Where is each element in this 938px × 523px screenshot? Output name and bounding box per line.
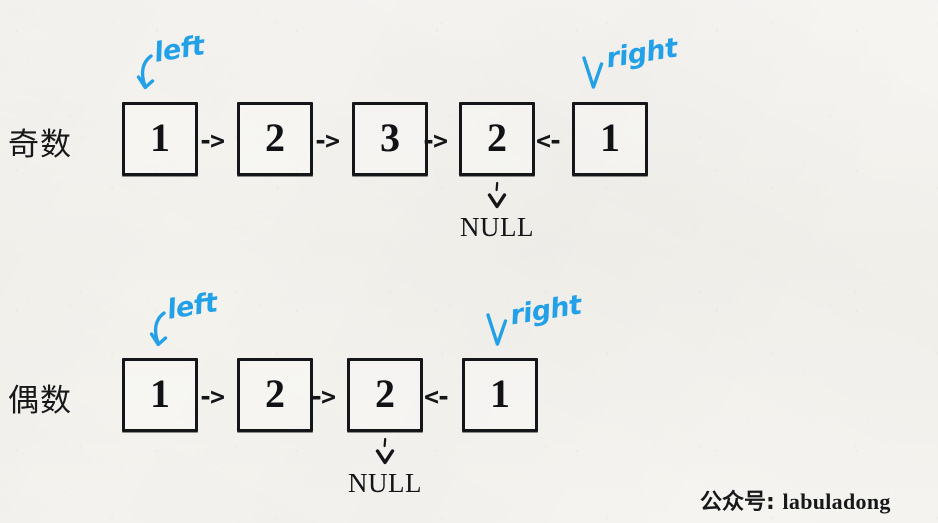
watermark-prefix: 公众号: (700, 490, 775, 515)
list-node: 2 (347, 358, 423, 432)
list-node-value: 2 (265, 371, 285, 416)
pointer-annotation-right: right (576, 33, 711, 118)
watermark: 公众号: labuladong (700, 484, 891, 516)
list-node: 1 (572, 102, 648, 176)
list-node: 1 (462, 358, 538, 432)
null-pointer: NULL (459, 181, 535, 243)
null-pointer: NULL (347, 437, 423, 499)
arrow-down-icon (375, 437, 395, 465)
list-node: 1 (122, 102, 198, 176)
null-label: NULL (460, 212, 534, 242)
pointer-annotation-left: left (145, 287, 280, 373)
pointer-annotation-right: right (480, 290, 615, 375)
list-node: 3 (352, 102, 428, 176)
list-node-value: 1 (600, 115, 620, 160)
list-node: 1 (122, 358, 198, 432)
arrow-right-icon: -> (421, 126, 448, 155)
list-node-value: 3 (380, 115, 400, 160)
list-node-value: 2 (265, 115, 285, 160)
pointer-annotation-left: left (132, 30, 267, 116)
curved-arrow-down-icon (136, 54, 155, 90)
arrow-right-icon: -> (198, 382, 225, 411)
watermark-handle: labuladong (782, 489, 891, 514)
list-node-value: 2 (375, 371, 395, 416)
arrow-right-icon: -> (198, 126, 225, 155)
arrow-right-icon: -> (309, 382, 336, 411)
arrow-down-icon (487, 181, 507, 209)
arrow-left-icon: <- (424, 382, 451, 411)
arrow-right-icon: -> (313, 126, 340, 155)
arrow-left-icon: <- (536, 126, 563, 155)
list-node-value: 1 (490, 371, 510, 416)
list-node: 2 (459, 102, 535, 176)
curved-arrow-down-icon (486, 313, 508, 346)
row-label-2: 偶数 (8, 383, 72, 419)
list-node: 2 (237, 102, 313, 176)
row-label-1: 奇数 (8, 127, 72, 163)
list-node-value: 1 (150, 115, 170, 160)
list-node-value: 2 (487, 115, 507, 160)
list-node-value: 1 (150, 371, 170, 416)
curved-arrow-down-icon (582, 56, 604, 89)
curved-arrow-down-icon (149, 311, 168, 347)
null-label: NULL (348, 468, 422, 498)
list-node: 2 (237, 358, 313, 432)
